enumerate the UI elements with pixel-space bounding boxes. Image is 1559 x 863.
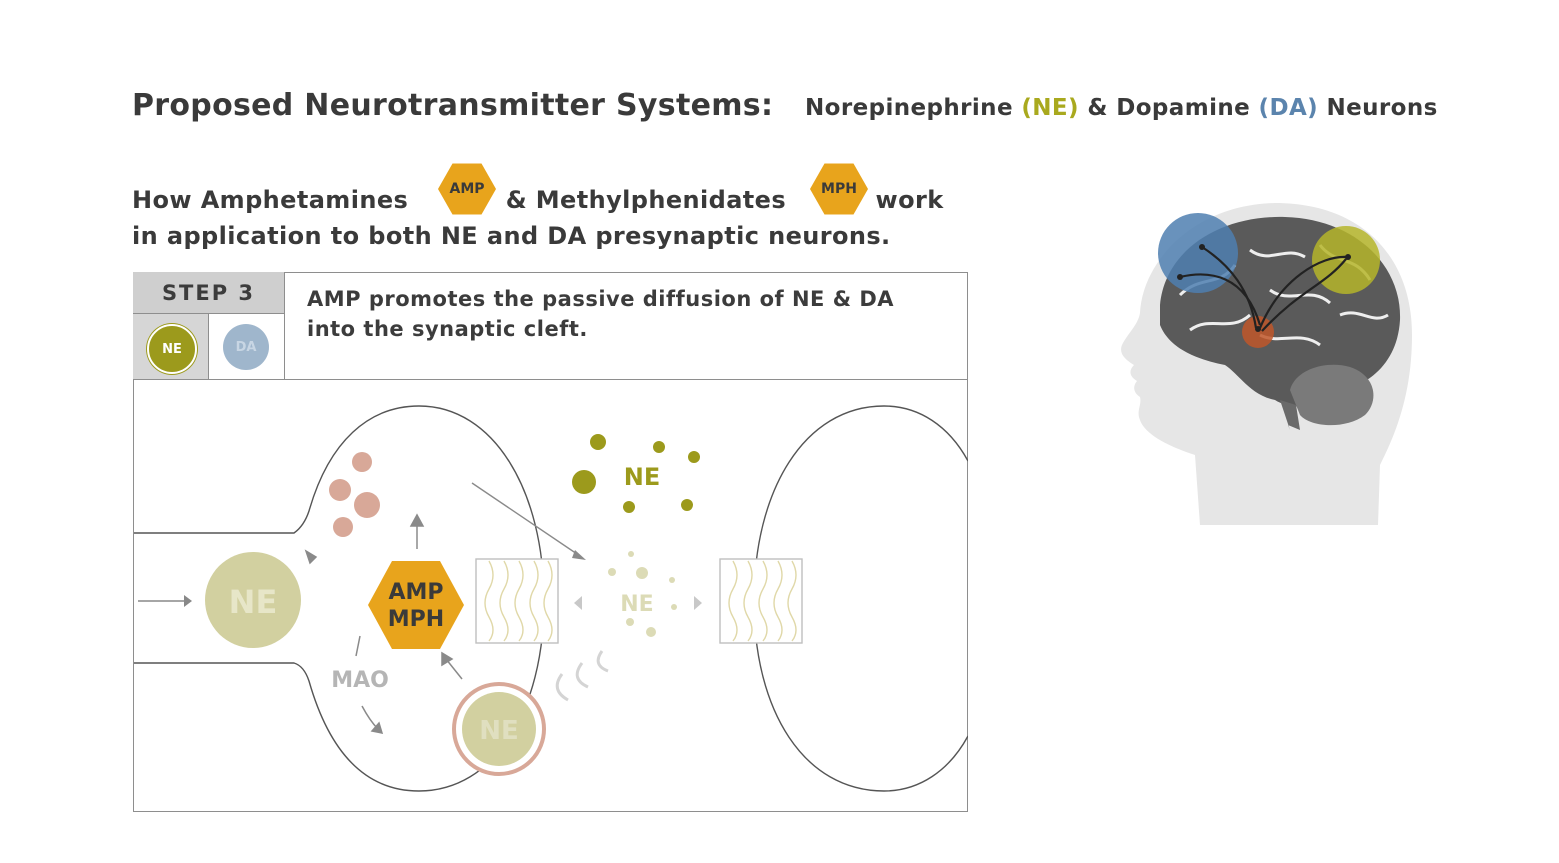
subtitle-prefix: Norepinephrine bbox=[805, 95, 1022, 121]
faded-ne-label: NE bbox=[620, 592, 653, 617]
subtitle-suffix: Neurons bbox=[1318, 95, 1438, 121]
ne-pathway bbox=[1258, 255, 1349, 329]
ne-chip[interactable]: NE bbox=[147, 324, 197, 374]
bound-ne-label: NE bbox=[479, 716, 519, 746]
diffusion-arrow bbox=[471, 482, 586, 560]
intro-line-2: in application to both NE and DA presyna… bbox=[132, 222, 891, 250]
da-terminal-2 bbox=[1177, 274, 1183, 280]
page-title: Proposed Neurotransmitter Systems: bbox=[132, 88, 774, 123]
small-arrows bbox=[304, 513, 463, 734]
subtitle-mid: & Dopamine bbox=[1078, 95, 1259, 121]
subtitle-da: (DA) bbox=[1258, 95, 1319, 121]
bound-ne-core bbox=[462, 692, 536, 766]
subtitle-ne: (NE) bbox=[1021, 95, 1079, 121]
page-subtitle: Norepinephrine (NE) & Dopamine (DA) Neur… bbox=[805, 95, 1438, 121]
faded-left-arrow bbox=[574, 596, 582, 610]
step-description: AMP promotes the passive diffusion of NE… bbox=[307, 287, 895, 341]
da-pathway bbox=[1201, 246, 1258, 329]
origin-node bbox=[1255, 326, 1261, 332]
ne-dots bbox=[572, 434, 700, 513]
faded-right-arrow bbox=[694, 596, 702, 610]
synapse-diagram: NE AMP MPH MAO NE bbox=[134, 405, 968, 792]
da-terminal bbox=[1199, 244, 1205, 250]
step-panel bbox=[133, 272, 968, 812]
drug-label-2: MPH bbox=[388, 607, 444, 632]
intro-part-3: work bbox=[866, 186, 944, 214]
intro-part-2: & Methylphenidates bbox=[496, 186, 795, 214]
cleft-ne-label: NE bbox=[624, 463, 660, 491]
ne-vesicle-label: NE bbox=[229, 583, 278, 621]
drug-hexagon bbox=[368, 561, 464, 649]
da-chip-cell[interactable]: DA bbox=[209, 314, 285, 380]
incoming-arrow bbox=[138, 595, 192, 607]
right-receptor bbox=[719, 558, 803, 644]
da-region bbox=[1158, 213, 1238, 293]
faded-ne-dots bbox=[608, 551, 677, 637]
mph-badge: MPH bbox=[810, 163, 868, 215]
crescent-marks bbox=[555, 650, 609, 702]
da-pathway-2 bbox=[1179, 273, 1262, 326]
brain-stem bbox=[1280, 400, 1300, 430]
mao-label: MAO bbox=[331, 668, 389, 693]
drug-label-1: AMP bbox=[388, 580, 443, 605]
step-label: STEP 3 bbox=[133, 272, 285, 314]
brain-illustration bbox=[1121, 203, 1412, 525]
da-chip[interactable]: DA bbox=[223, 324, 269, 370]
intro-line-1: How Amphetamines & Methylphenidates work bbox=[132, 186, 944, 214]
cerebellum bbox=[1290, 364, 1374, 426]
intro-part-1: How Amphetamines bbox=[132, 186, 417, 214]
left-transporter bbox=[475, 558, 559, 644]
ne-chip-cell[interactable]: NE bbox=[133, 314, 209, 380]
ne-pathway-2 bbox=[1261, 258, 1347, 332]
ne-terminal bbox=[1345, 254, 1351, 260]
ne-vesicle bbox=[205, 552, 301, 648]
panel-header-divider bbox=[133, 379, 968, 380]
pink-dots bbox=[329, 452, 380, 537]
